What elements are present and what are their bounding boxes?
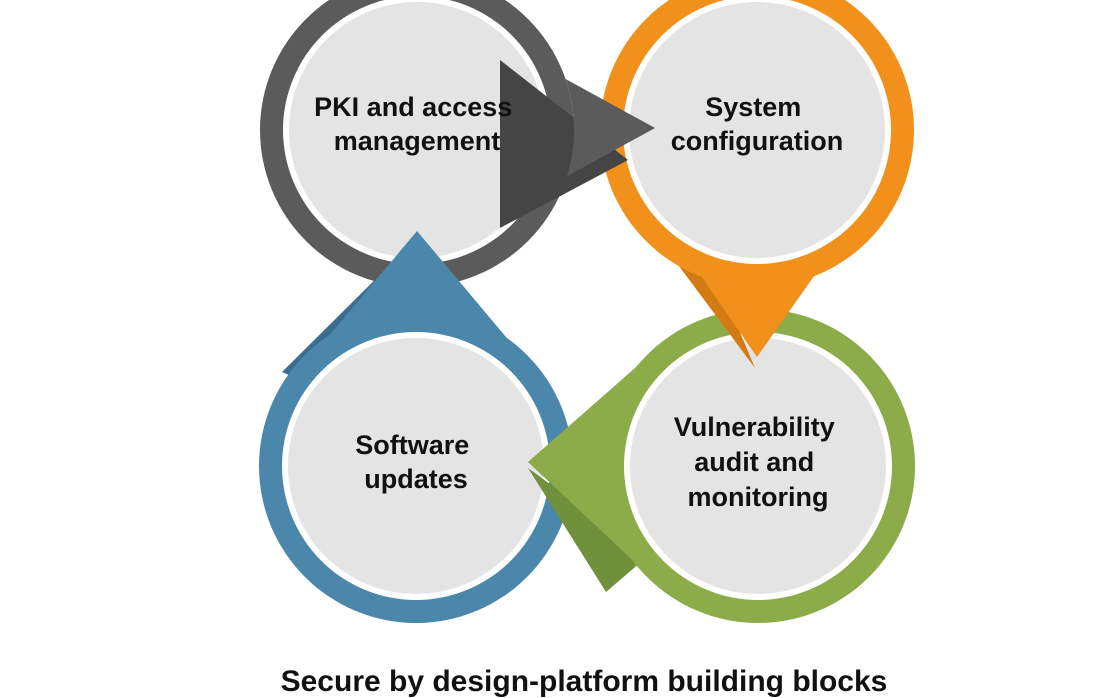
- node-system-configuration: [600, 0, 914, 287]
- vulnerability-label: Vulnerability audit and monitoring: [674, 412, 843, 512]
- vulnerability-inner-circle: [630, 338, 886, 594]
- pki-label-line-1: PKI and access: [314, 92, 512, 122]
- system-configuration-label: System configuration: [671, 92, 843, 156]
- pki-inner-circle: [289, 2, 545, 258]
- vulnerability-label-line-1: Vulnerability: [674, 412, 835, 442]
- software-updates-inner-circle: [288, 338, 544, 594]
- software-updates-label-line-1: Software: [355, 430, 469, 460]
- system-configuration-label-line-1: System: [705, 92, 801, 122]
- software-updates-label-line-2: updates: [364, 464, 468, 494]
- node-pki-access-management: [260, 0, 574, 287]
- node-software-updates: [259, 309, 573, 623]
- diagram-caption: Secure by design-platform building block…: [281, 665, 888, 698]
- system-configuration-label-line-2: configuration: [671, 126, 843, 156]
- system-configuration-arrow-shadow: [664, 246, 755, 368]
- pki-arrow-shadow-on-ring: [500, 60, 628, 228]
- pki-label-line-2: management: [334, 126, 501, 156]
- vulnerability-label-line-2: audit and: [694, 447, 814, 477]
- vulnerability-arrow-shadow: [528, 468, 648, 592]
- vulnerability-label-line-3: monitoring: [688, 482, 829, 512]
- system-configuration-inner-circle: [629, 2, 885, 258]
- pki-label: PKI and access management: [314, 92, 520, 156]
- software-updates-label: Software updates: [355, 430, 477, 494]
- node-vulnerability-audit-and-monitoring: [601, 309, 915, 623]
